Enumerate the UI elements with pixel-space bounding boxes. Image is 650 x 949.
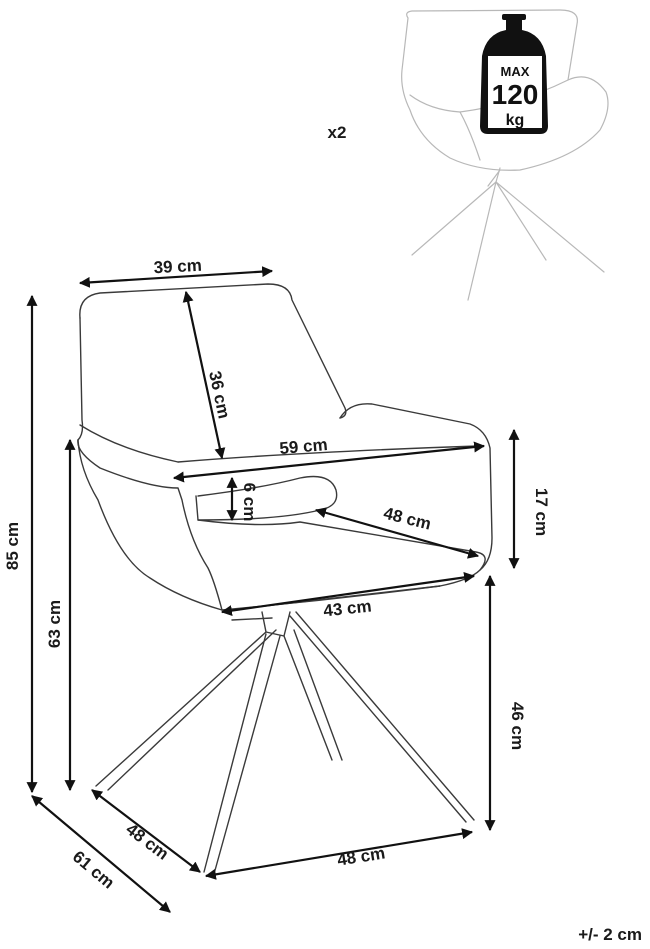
- quantity-label: x2: [328, 123, 347, 142]
- label-total-depth: 61 cm: [69, 847, 118, 893]
- label-armrest-height: 17 cm: [532, 488, 551, 536]
- dim-line-top-width: [78, 266, 274, 288]
- dim-line-seat-front: [220, 571, 476, 617]
- dim-line-seat-depth: [314, 507, 480, 559]
- max-load-weight-icon: MAX 120 kg: [480, 14, 548, 134]
- label-base-width: 48 cm: [336, 843, 387, 869]
- dim-line-base-width: [204, 828, 474, 880]
- label-base-depth: 48 cm: [122, 820, 172, 864]
- dimension-labels: 39 cm 36 cm 59 cm 6 cm 17 cm 48 cm 43 cm…: [3, 256, 551, 893]
- label-seat-front: 43 cm: [322, 597, 372, 621]
- max-load-line2: 120: [492, 79, 539, 110]
- dim-line-total-depth: [31, 795, 171, 913]
- label-total-height: 85 cm: [3, 522, 22, 570]
- max-load-line1: MAX: [501, 64, 530, 79]
- max-load-line3: kg: [506, 112, 525, 129]
- label-cushion: 6 cm: [240, 483, 259, 522]
- dimension-lines: [26, 266, 520, 913]
- tolerance-note: +/- 2 cm: [578, 925, 642, 944]
- label-seat-depth: 48 cm: [382, 504, 433, 534]
- label-top-width: 39 cm: [153, 256, 202, 277]
- dim-line-seat-width: [172, 441, 486, 483]
- thumbnail-chair-illustration: [401, 9, 609, 301]
- label-armrest-floor: 63 cm: [45, 600, 64, 648]
- main-chair-illustration: [77, 283, 493, 875]
- label-seat-width: 59 cm: [279, 435, 329, 458]
- dim-line-backrest-height: [182, 290, 226, 460]
- label-seat-floor: 46 cm: [508, 702, 527, 750]
